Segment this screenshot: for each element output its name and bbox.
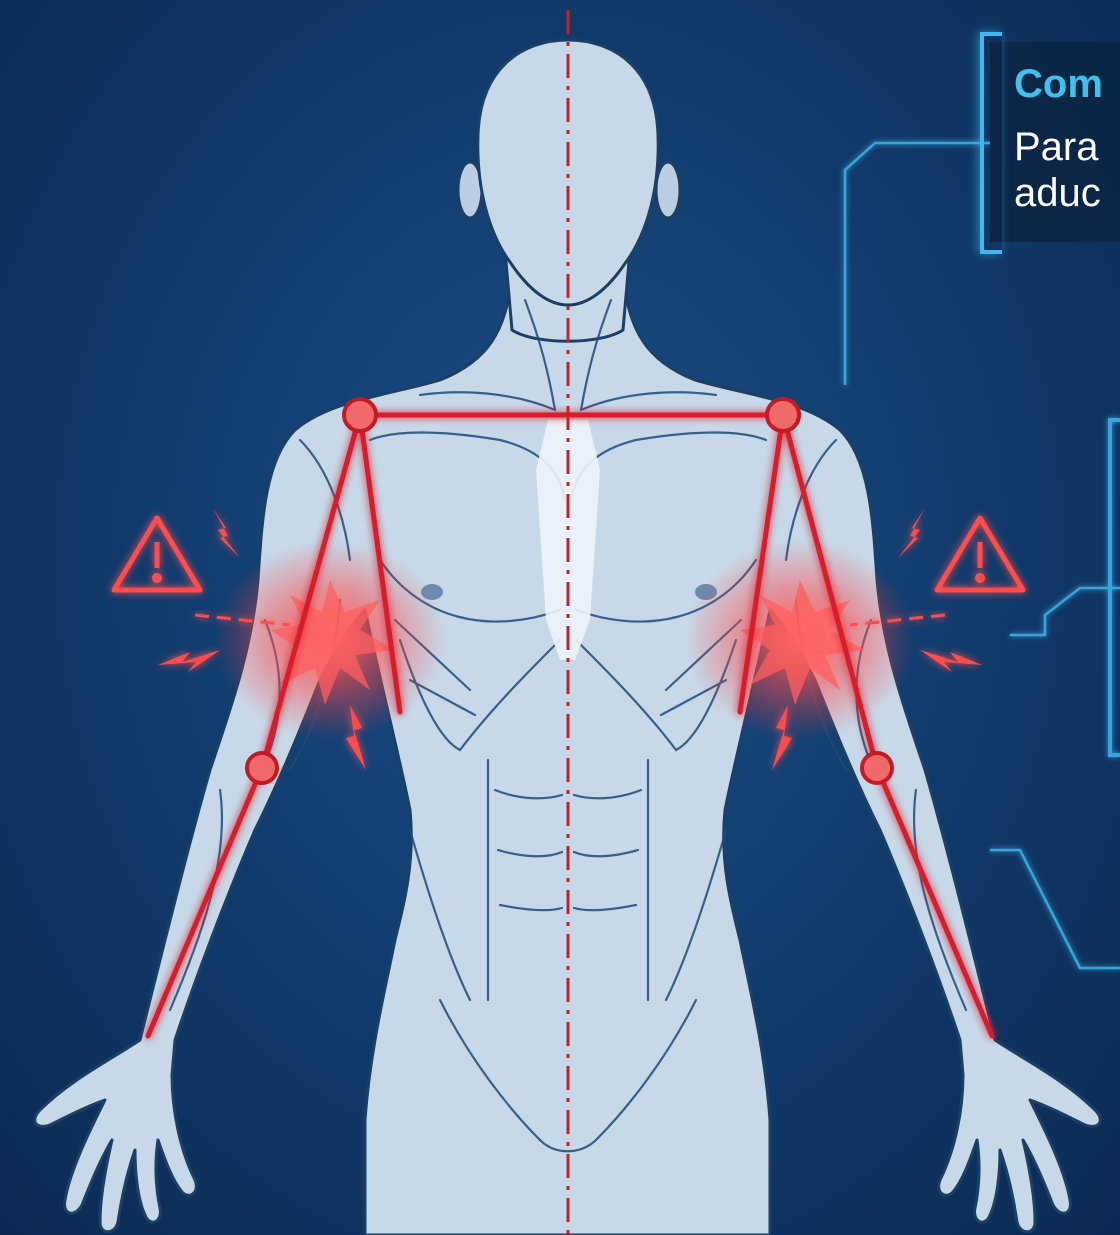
callout-title: Com xyxy=(1014,62,1103,106)
connector-line-middle xyxy=(1010,588,1120,635)
right-ear xyxy=(656,162,680,218)
callout-text-line-1: Para xyxy=(1014,124,1099,170)
left-shoulder-joint xyxy=(344,399,376,431)
callout-text-line-2: aduc xyxy=(1014,170,1101,216)
warning-triangle-icon xyxy=(114,518,200,590)
right-elbow-joint xyxy=(862,753,892,783)
connector-line-top xyxy=(845,143,990,385)
warning-triangle-icon xyxy=(937,518,1023,590)
left-elbow-joint xyxy=(247,753,277,783)
connector-line-bottom xyxy=(990,850,1120,968)
right-shoulder-joint xyxy=(767,399,799,431)
callout-box: Com Para aduc xyxy=(990,42,1120,242)
